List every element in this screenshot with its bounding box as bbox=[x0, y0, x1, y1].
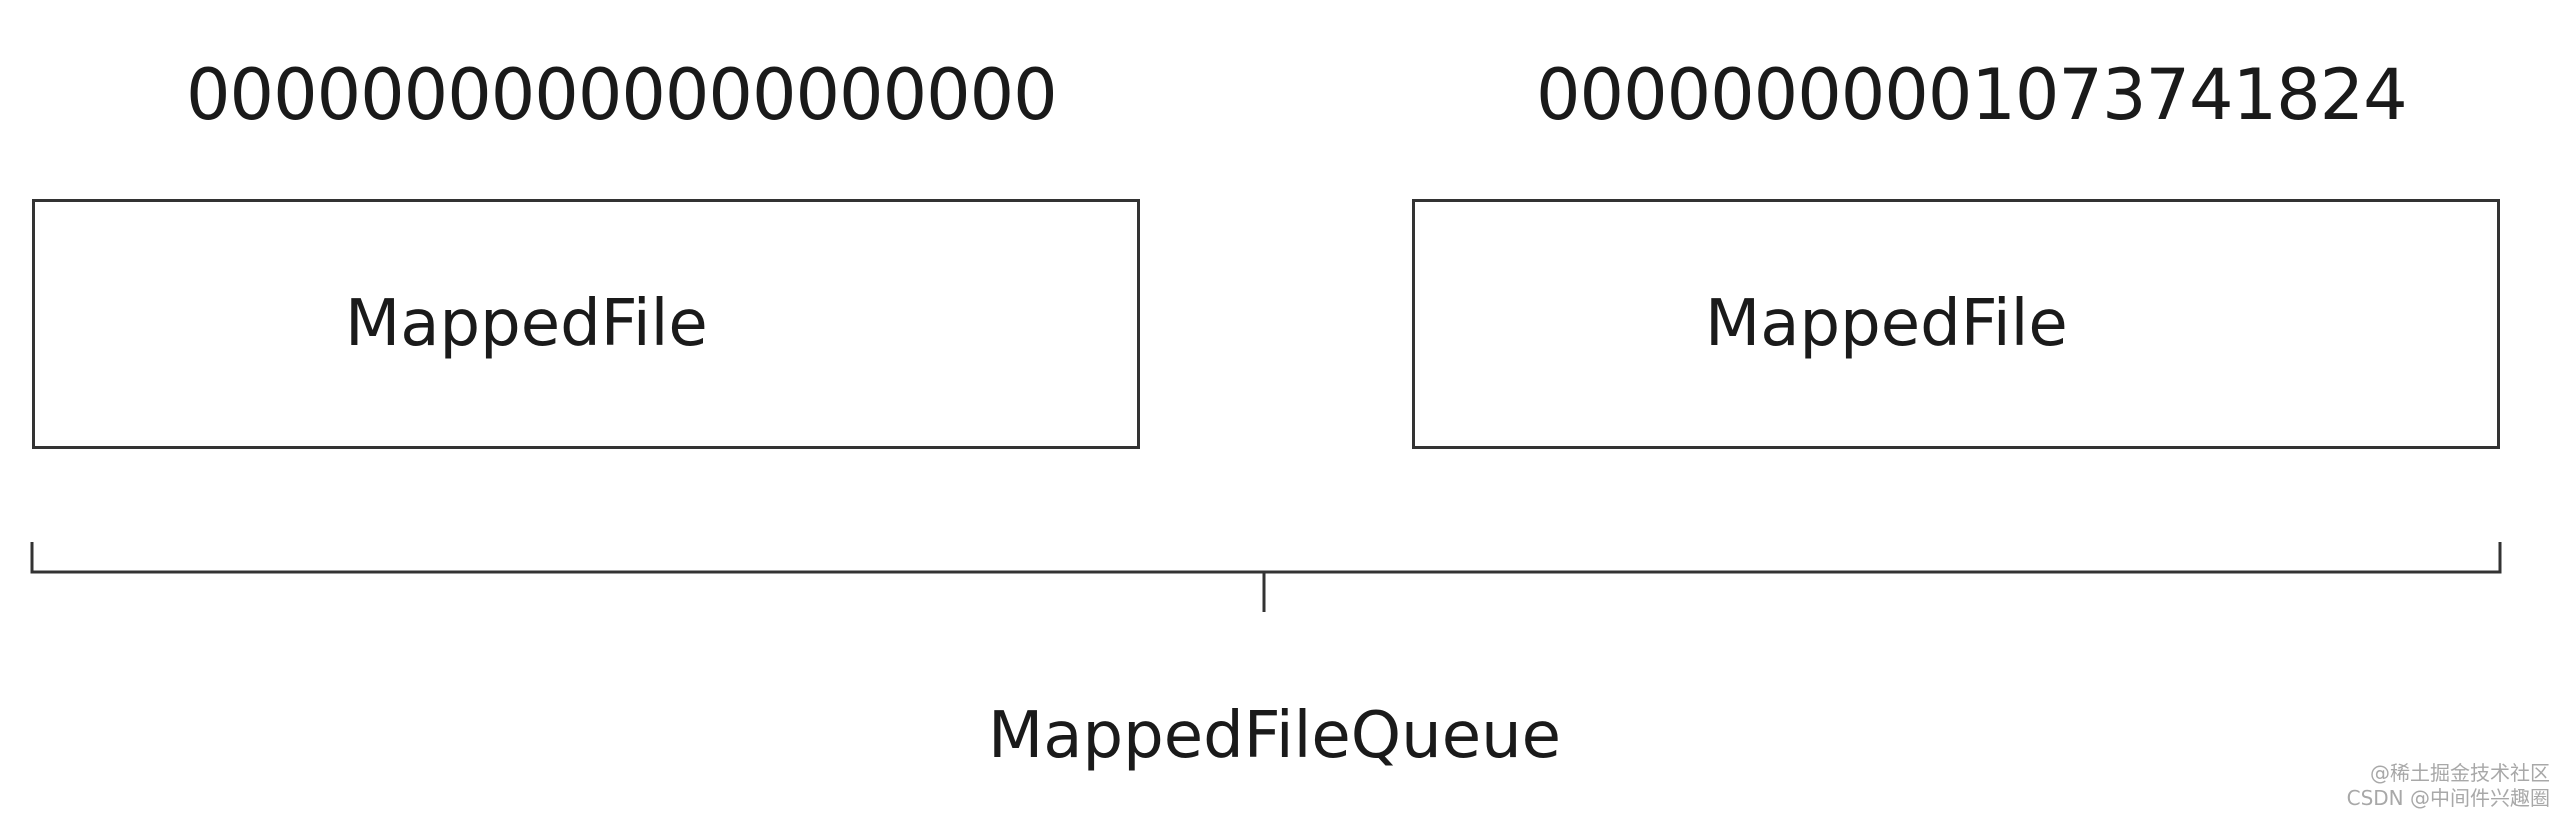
queue-brace bbox=[30, 542, 2502, 612]
mapped-file-label: MappedFile bbox=[1705, 287, 2068, 361]
mapped-file-box-first: MappedFile bbox=[32, 199, 1140, 449]
mapped-file-queue-label: MappedFileQueue bbox=[988, 699, 1562, 773]
offset-label-second-file: 00000000001073741824 bbox=[1536, 54, 2408, 136]
watermark-line-2: CSDN @中间件兴趣圈 bbox=[2346, 786, 2550, 810]
mapped-file-label: MappedFile bbox=[345, 287, 708, 361]
offset-label-first-file: 00000000000000000000 bbox=[186, 54, 1058, 136]
watermark: @稀土掘金技术社区 CSDN @中间件兴趣圈 bbox=[2347, 761, 2550, 811]
queue-brace-line bbox=[30, 542, 2502, 574]
mapped-file-box-second: MappedFile bbox=[1412, 199, 2500, 449]
watermark-line-1: @稀土掘金技术社区 bbox=[2370, 761, 2550, 785]
